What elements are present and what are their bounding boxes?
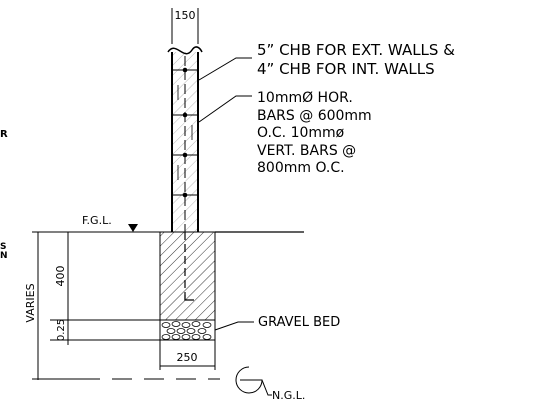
svg-text:VERT. BARS @: VERT. BARS @ [257,143,356,159]
wall-width-dimension: 150 [171,8,199,44]
svg-text:10mmØ HOR.: 10mmØ HOR. [257,90,353,106]
svg-text:BARS @ 600mm: BARS @ 600mm [257,108,372,124]
footing-width-dimension: 250 [159,340,216,370]
fgl-marker-icon [128,224,138,232]
depth-dimensions: VARIES 400 0.25 [24,232,160,380]
svg-text:F.G.L.: F.G.L. [82,214,112,227]
gravel-bed-label: GRAVEL BED [258,315,340,330]
svg-text:250: 250 [177,351,198,364]
edge-fragment-n: N [0,251,8,261]
svg-text:5” CHB FOR EXT. WALLS &: 5” CHB FOR EXT. WALLS & [257,41,455,59]
svg-text:0.25: 0.25 [56,319,67,341]
leader-lines [198,57,254,331]
rebar-callout: 10mmØ HOR. BARS @ 600mm O.C. 10mmø VERT.… [257,90,372,176]
svg-text:VARIES: VARIES [24,283,37,322]
chb-wall [167,46,203,232]
edge-fragment-r: R [0,129,8,140]
ngl-marker-icon [235,366,263,394]
wall-callout: 5” CHB FOR EXT. WALLS & 4” CHB FOR INT. … [257,41,455,78]
natural-grade-line: N.G.L. [32,366,305,402]
svg-text:400: 400 [54,266,67,287]
footing [159,231,216,341]
svg-text:O.C. 10mmø: O.C. 10mmø [257,125,345,141]
svg-text:N.G.L.: N.G.L. [272,389,305,402]
edge-fragment-s: S [0,242,6,252]
svg-text:150: 150 [175,9,196,22]
svg-text:4” CHB FOR INT. WALLS: 4” CHB FOR INT. WALLS [257,60,435,78]
finished-grade-line: F.G.L. [32,214,304,233]
svg-text:800mm O.C.: 800mm O.C. [257,160,345,176]
